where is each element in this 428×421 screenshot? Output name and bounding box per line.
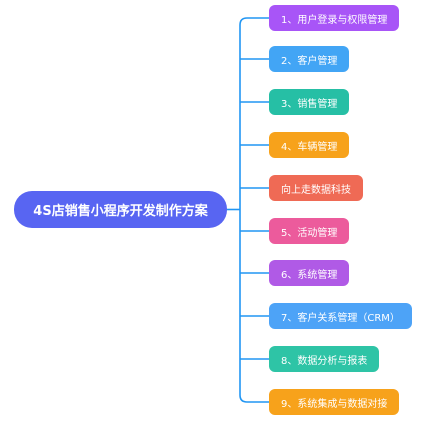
branch-node-system-management[interactable]: 6、系统管理 [269,260,350,286]
branch-node-customer-management[interactable]: 2、客户管理 [269,46,350,72]
root-node[interactable]: 4S店销售小程序开发制作方案 [14,191,227,228]
branch-node-company[interactable]: 向上走数据科技 [269,175,363,201]
branch-connector [239,394,269,403]
branch-node-data-analysis[interactable]: 8、数据分析与报表 [269,346,380,372]
branch-node-activity-management[interactable]: 5、活动管理 [269,218,350,244]
branch-node-vehicle-management[interactable]: 4、车辆管理 [269,132,350,158]
branch-node-sales-management[interactable]: 3、销售管理 [269,89,350,115]
branch-node-crm[interactable]: 7、客户关系管理（CRM） [269,303,412,329]
branch-connector [239,17,269,26]
branch-node-system-integration[interactable]: 9、系统集成与数据对接 [269,389,400,415]
branch-node-user-login[interactable]: 1、用户登录与权限管理 [269,5,400,31]
